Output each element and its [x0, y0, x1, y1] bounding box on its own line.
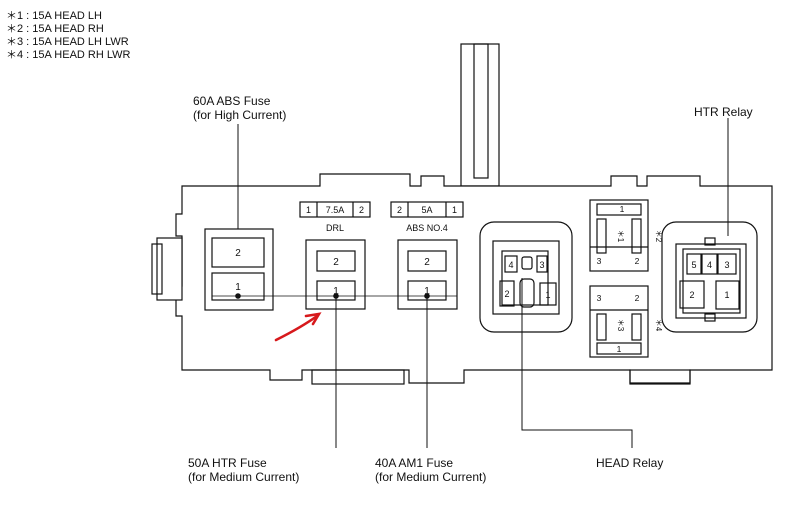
am1-fuse-callout-note: (for Medium Current): [375, 470, 487, 484]
head-fuse-lower-mark: ＊3: [616, 319, 625, 332]
drl-rating: 7.5A: [326, 205, 345, 215]
drl-label: DRL: [326, 223, 344, 233]
legend-item: ＊2 : 15A HEAD RH: [6, 23, 104, 35]
head-fuse-lower: 3 2 1 ＊3 ＊4: [589, 285, 663, 358]
drl-left-pin: 1: [306, 205, 311, 215]
head-fuse-lower-side-mark: ＊4: [654, 319, 663, 332]
head-relay-callout-title: HEAD Relay: [596, 456, 664, 470]
leader-lines: [237, 118, 729, 448]
htr-fuse-terminal-2: 2: [333, 257, 339, 268]
head-fuse-lower-pin-right: 2: [635, 293, 640, 303]
htr-fuse-callout: 50A HTR Fuse (for Medium Current): [188, 456, 299, 484]
abs-no4-right-pin: 1: [452, 205, 457, 215]
abs-fuse-callout-note: (for High Current): [193, 108, 287, 122]
head-fuse-upper-mark: ＊1: [616, 230, 625, 243]
htr-fuse-dot: [333, 293, 339, 299]
htr-relay-pin-3: 3: [724, 260, 729, 270]
head-fuse-lower-pin-bottom: 1: [617, 344, 622, 354]
head-fuse-upper-pin-left: 3: [597, 256, 602, 266]
abs-fuse-terminal-2: 2: [235, 248, 241, 259]
legend: ＊1 : 15A HEAD LH ＊2 : 15A HEAD RH ＊3 : 1…: [6, 10, 131, 62]
htr-fuse-terminal-1: 1: [333, 286, 339, 297]
abs-fuse-terminal-1: 1: [235, 282, 241, 293]
legend-item: ＊4 : 15A HEAD RH LWR: [6, 49, 131, 61]
head-relay-pin-1: 1: [545, 290, 550, 300]
head-fuse-upper: 1 3 2 ＊1 ＊2: [589, 199, 663, 272]
abs-fuse-callout: 60A ABS Fuse (for High Current): [193, 94, 286, 122]
head-relay-leader: [521, 278, 633, 448]
htr-fuse-callout-title: 50A HTR Fuse: [188, 456, 267, 470]
htr-relay-pin-1: 1: [724, 290, 729, 300]
abs-fuse-callout-title: 60A ABS Fuse: [193, 94, 271, 108]
head-fuse-upper-pin-top: 1: [620, 204, 625, 214]
head-relay: 4 3 2 1: [479, 221, 573, 333]
fuse-block-housing: [151, 43, 773, 385]
abs-fuse: 2 1: [204, 228, 274, 311]
head-relay-callout: HEAD Relay: [596, 456, 663, 470]
htr-relay-callout: HTR Relay: [694, 105, 753, 119]
head-fuse-upper-pin-right: 2: [635, 256, 640, 266]
drl-right-pin: 2: [359, 205, 364, 215]
am1-fuse-dot: [424, 293, 430, 299]
htr-relay-pin-4: 4: [707, 260, 712, 270]
am1-fuse-terminal-2: 2: [424, 257, 430, 268]
abs-no4-label: ABS NO.4: [406, 223, 448, 233]
htr-relay: 5 4 3 2 1: [661, 221, 758, 333]
abs-fuse-dot: [235, 293, 241, 299]
htr-fuse-callout-note: (for Medium Current): [188, 470, 300, 484]
abs-no4-rating: 5A: [421, 205, 432, 215]
abs-no4-left-pin: 2: [397, 205, 402, 215]
htr-relay-callout-title: HTR Relay: [694, 105, 753, 119]
legend-item: ＊1 : 15A HEAD LH: [6, 10, 102, 22]
head-relay-pin-2: 2: [504, 289, 509, 299]
am1-fuse-terminal-1: 1: [424, 286, 430, 297]
abs-no4-mini-fuse: 2 5A 1 ABS NO.4: [390, 201, 464, 233]
htr-relay-pin-5: 5: [691, 260, 696, 270]
head-fuse-lower-pin-left: 3: [597, 293, 602, 303]
head-relay-pin-3: 3: [539, 260, 544, 270]
drl-mini-fuse: 1 7.5A 2 DRL: [299, 201, 371, 233]
am1-fuse-callout-title: 40A AM1 Fuse: [375, 456, 454, 470]
annotation-arrow-icon: [274, 312, 322, 342]
htr-relay-pin-2: 2: [689, 290, 694, 300]
am1-fuse-callout: 40A AM1 Fuse (for Medium Current): [375, 456, 486, 484]
legend-item: ＊3 : 15A HEAD LH LWR: [6, 36, 129, 48]
head-relay-pin-4: 4: [508, 260, 513, 270]
head-fuse-upper-side-mark: ＊2: [654, 230, 663, 243]
